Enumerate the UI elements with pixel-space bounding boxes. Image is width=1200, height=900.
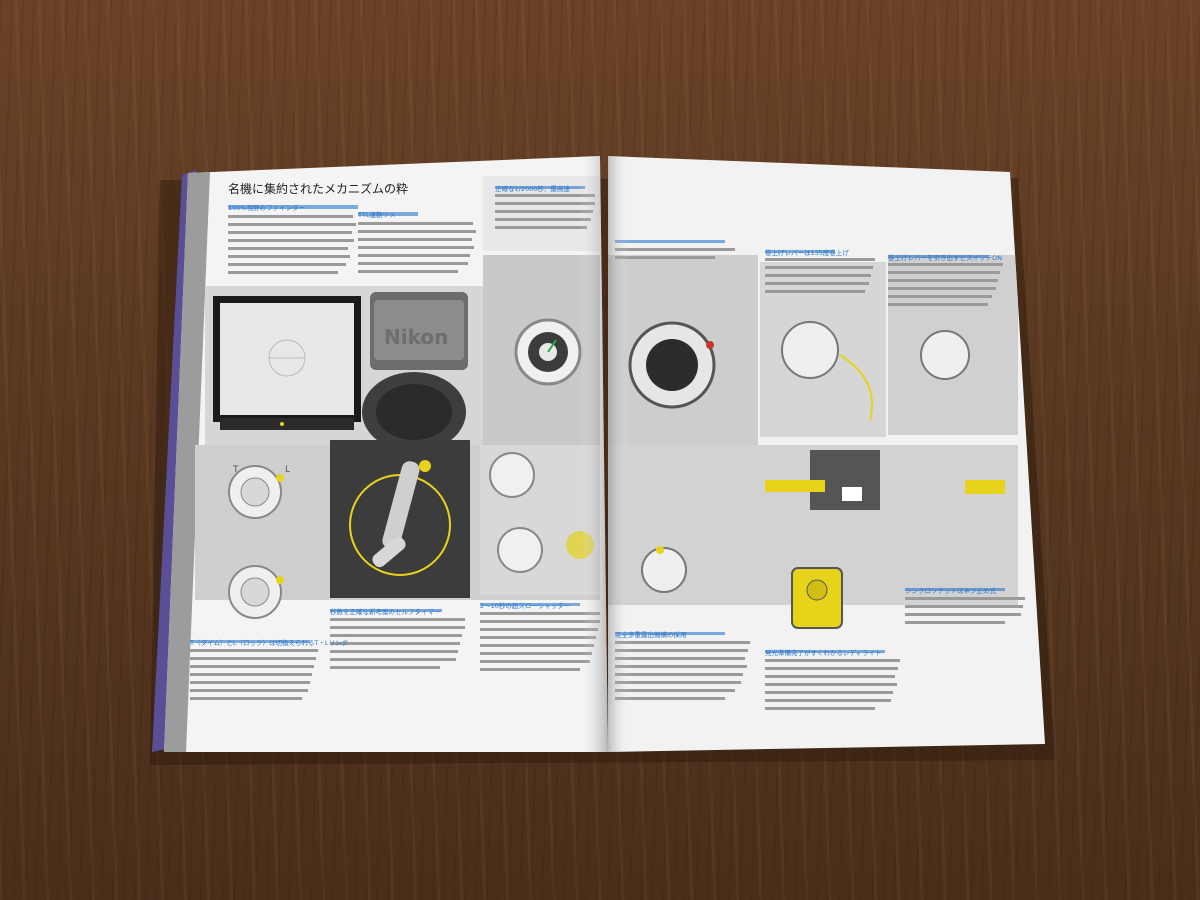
callout-title-multiple-exposure: 完全多重露出機構の採用 (615, 630, 687, 639)
callout-title-list: 100%視野のファインダー TTL連動ツメ 正確な1/2000秒、最高速 T（タ… (189, 184, 1002, 657)
top-left-text-column (228, 205, 358, 274)
callout-title-ttl: TTL連動ツメ (357, 210, 395, 219)
callout-title-viewfinder: 100%視野のファインダー (228, 203, 305, 212)
middle-text-column (358, 212, 476, 273)
callout-title-wind-lever: 巻上げレバーは135度巻上げ (765, 248, 849, 257)
callout-title-slow-shutter: 2〜10秒の超スローシャッター (480, 601, 570, 610)
right-page (608, 156, 1045, 752)
callout-title-top-speed: 正確な1/2000秒、最高速 (495, 184, 570, 193)
left-margin-band (164, 172, 210, 752)
right-page-captions (615, 240, 1025, 710)
callout-title-sync-socket: シンクロソケットはネジ止め式 (905, 586, 997, 595)
callout-title-ready-light: 発光準備完了がすぐわかるレディライト (765, 648, 882, 657)
l-ring-label: L (285, 465, 290, 475)
bottom-left-captions (190, 603, 600, 700)
t-ring-label: T (232, 465, 239, 475)
callout-title-tl-ring: T（タイム）とL（ロック）は切換えられるT・Lリング (189, 638, 349, 647)
nikon-logo: Nikon (384, 325, 448, 349)
viewfinder-screen (220, 303, 354, 415)
left-page: Nikon (164, 156, 608, 752)
callout-title-self-timer: 秒数を正確な新考案のセルフタイマー (330, 607, 441, 616)
left-page-heading: 名機に集約されたメカニズムの粋 (228, 181, 408, 196)
callout-title-meter-switch: 巻上げレバーを引き出すとスイッチON (888, 253, 1002, 262)
